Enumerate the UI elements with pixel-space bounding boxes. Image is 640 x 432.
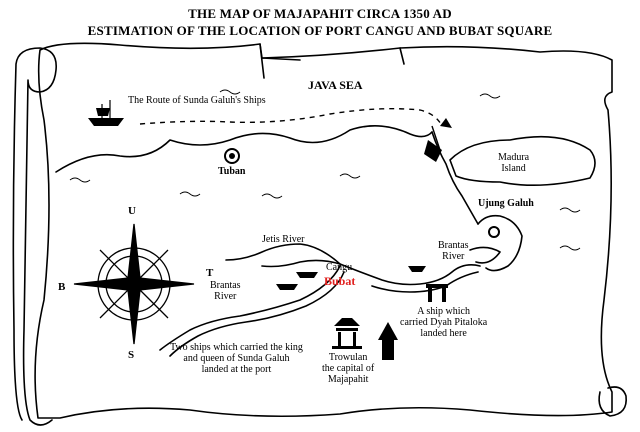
brantas-river-east-label: Brantas River — [438, 240, 469, 262]
compass-east-label: T — [206, 267, 214, 279]
ship-route — [139, 107, 443, 127]
jetis-river-label: Jetis River — [262, 234, 305, 245]
madura-label: Madura Island — [498, 152, 530, 174]
river-ships — [276, 266, 426, 290]
sea-ship-icon — [424, 125, 442, 162]
tuban-label: Tuban — [218, 166, 246, 177]
trowulan-pavilion-icon — [332, 318, 362, 349]
cangu-label: Cangu — [326, 262, 353, 273]
right-scroll-roll — [598, 386, 627, 417]
bubat-label: Bubat — [324, 274, 356, 288]
trowulan-label: Trowulan the capital of Majapahit — [322, 352, 375, 385]
ujung-galuh-marker — [488, 226, 500, 238]
ship-dyah-label: A ship which carried Dyah Pitaloka lande… — [400, 306, 488, 339]
map-title: THE MAP OF MAJAPAHIT CIRCA 1350 AD — [188, 6, 452, 21]
route-ship-icon — [88, 100, 124, 126]
two-ships-label: Two ships which carried the king and que… — [170, 342, 303, 375]
left-scroll-roll — [12, 47, 57, 426]
sea-waves — [69, 89, 581, 251]
java-north-coast — [55, 125, 433, 173]
madura-island — [449, 135, 596, 186]
gate-icon — [426, 284, 448, 302]
route-label: The Route of Sunda Galuh's Ships — [128, 95, 266, 106]
compass-south-label: S — [128, 349, 135, 361]
candi-temple-icon — [378, 322, 398, 360]
java-sea-label: JAVA SEA — [308, 78, 363, 92]
map-subtitle: ESTIMATION OF THE LOCATION OF PORT CANGU… — [87, 23, 553, 38]
brantas-river — [261, 259, 481, 286]
jetis-river — [225, 243, 341, 265]
scroll-outline — [34, 42, 613, 419]
ujung-galuh-label: Ujung Galuh — [478, 198, 534, 209]
brantas-river-west-label: Brantas River — [210, 280, 241, 302]
compass-north-label: U — [128, 205, 136, 217]
compass-rose — [73, 223, 195, 345]
compass-west-label: B — [58, 281, 66, 293]
